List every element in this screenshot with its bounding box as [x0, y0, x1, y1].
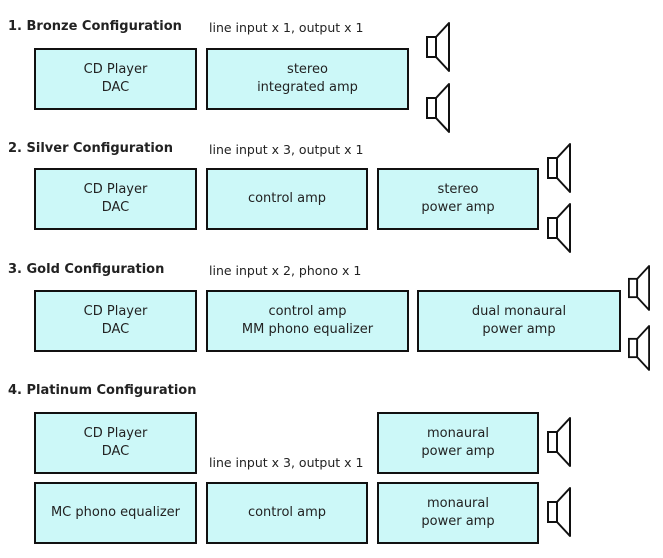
speaker-icon [426, 83, 450, 133]
box-line: control amp [247, 191, 327, 206]
speaker-icon [547, 417, 571, 467]
box-line: stereo [437, 182, 479, 197]
box-line: control amp [247, 505, 327, 520]
platinum-title: 4. Platinum Configuration [8, 383, 197, 398]
bronze-note: line input x 1, output x 1 [209, 20, 364, 35]
silver-cd-player-dac: CD Player DAC [34, 168, 197, 230]
platinum-monaural-power-amp-1: monaural power amp [377, 412, 539, 474]
box-line: DAC [101, 322, 130, 337]
box-line: CD Player [83, 62, 148, 77]
box-line: CD Player [83, 304, 148, 319]
silver-stereo-power-amp: stereo power amp [377, 168, 539, 230]
bronze-cd-player-dac: CD Player DAC [34, 48, 197, 110]
gold-cd-player-dac: CD Player DAC [34, 290, 197, 352]
box-line: CD Player [83, 426, 148, 441]
box-line: dual monaural [471, 304, 567, 319]
silver-title: 2. Silver Configuration [8, 141, 173, 156]
platinum-control-amp: control amp [206, 482, 368, 544]
platinum-mc-phono-equalizer: MC phono equalizer [34, 482, 197, 544]
gold-title: 3. Gold Configuration [8, 262, 165, 277]
box-line: monaural [427, 496, 489, 511]
speaker-icon [426, 22, 450, 72]
gold-control-amp-mm-phono-equalizer: control amp MM phono equalizer [206, 290, 409, 352]
box-line: control amp [268, 304, 347, 319]
box-line: power amp [421, 444, 495, 459]
speaker-icon [547, 487, 571, 537]
box-line: integrated amp [257, 80, 358, 95]
box-line: DAC [101, 80, 130, 95]
platinum-monaural-power-amp-2: monaural power amp [377, 482, 539, 544]
speaker-icon [547, 143, 571, 193]
platinum-note: line input x 3, output x 1 [209, 455, 364, 470]
box-line: CD Player [83, 182, 148, 197]
box-line: DAC [101, 444, 130, 459]
silver-control-amp: control amp [206, 168, 368, 230]
box-line: MC phono equalizer [50, 505, 181, 520]
platinum-cd-player-dac: CD Player DAC [34, 412, 197, 474]
speaker-icon [628, 325, 650, 371]
bronze-title: 1. Bronze Configuration [8, 19, 182, 34]
speaker-icon [628, 265, 650, 311]
gold-dual-monaural-power-amp: dual monaural power amp [417, 290, 621, 352]
box-line: DAC [101, 200, 130, 215]
box-line: MM phono equalizer [241, 322, 374, 337]
box-line: stereo [287, 62, 328, 77]
box-line: power amp [421, 200, 495, 215]
gold-note: line input x 2, phono x 1 [209, 263, 362, 278]
box-line: monaural [427, 426, 489, 441]
silver-note: line input x 3, output x 1 [209, 142, 364, 157]
speaker-icon [547, 203, 571, 253]
box-line: power amp [421, 514, 495, 529]
box-line: power amp [482, 322, 556, 337]
bronze-stereo-integrated-amp: stereo integrated amp [206, 48, 409, 110]
